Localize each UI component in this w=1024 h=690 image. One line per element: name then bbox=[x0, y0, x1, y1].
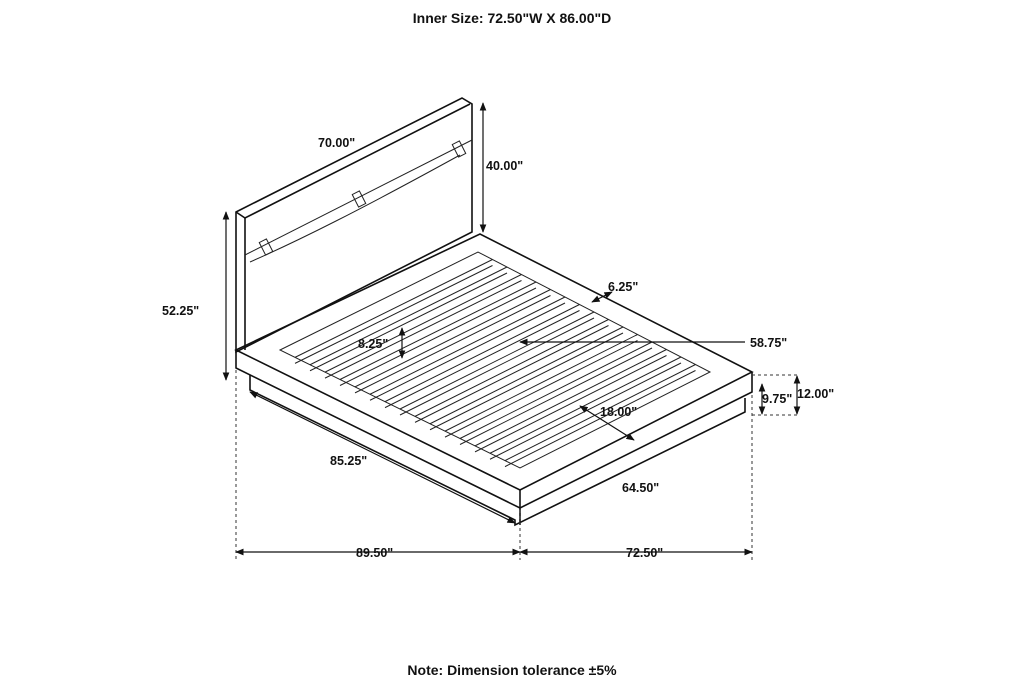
slat-edge bbox=[444, 340, 638, 438]
dim-overall-width: 72.50" bbox=[626, 546, 663, 560]
dim-side-rail-width: 6.25" bbox=[608, 280, 638, 294]
slat-edge bbox=[489, 356, 682, 454]
dim-platform-height: 12.00" bbox=[797, 387, 834, 401]
slat-edge bbox=[324, 274, 522, 373]
extension-lines bbox=[235, 370, 800, 560]
slat-edge bbox=[459, 347, 653, 445]
dim-overall-length: 89.50" bbox=[356, 546, 393, 560]
slat-edge bbox=[339, 287, 537, 386]
slat-edge bbox=[489, 362, 682, 460]
slat-edge bbox=[474, 349, 667, 447]
slat-edge bbox=[369, 296, 566, 395]
dim-headboard-width: 70.00" bbox=[318, 136, 355, 150]
dim-base-height: 9.75" bbox=[762, 392, 792, 406]
slat-edge bbox=[309, 266, 508, 366]
slat-edge bbox=[384, 310, 580, 409]
dim-headboard-panel-height: 40.00" bbox=[486, 159, 523, 173]
dim-inner-length: 85.25" bbox=[330, 454, 367, 468]
slat-edge bbox=[324, 280, 522, 379]
slat-edge bbox=[294, 265, 493, 364]
bed-platform bbox=[234, 233, 754, 527]
slat-edge bbox=[459, 341, 653, 439]
slat-edge bbox=[474, 355, 667, 453]
slat-edge bbox=[309, 272, 508, 372]
slat-edge bbox=[369, 302, 566, 401]
headboard bbox=[235, 97, 473, 354]
dim-inner-width: 58.75" bbox=[750, 336, 787, 350]
tolerance-note: Note: Dimension tolerance ±5% bbox=[407, 662, 617, 678]
diagram-title: Inner Size: 72.50"W X 86.00"D bbox=[412, 10, 612, 26]
dim-overhang: 18.00" bbox=[600, 405, 637, 419]
slat-edge bbox=[354, 289, 551, 388]
slat-edge bbox=[384, 304, 580, 403]
dim-base-width: 64.50" bbox=[622, 481, 659, 495]
dim-overall-height: 52.25" bbox=[162, 304, 199, 318]
dimension-lines bbox=[222, 102, 801, 556]
slat-edge bbox=[354, 295, 551, 394]
dim-slat-clearance: 8.25" bbox=[358, 337, 388, 351]
slat-edge bbox=[339, 281, 537, 380]
slat-edge bbox=[294, 259, 493, 358]
